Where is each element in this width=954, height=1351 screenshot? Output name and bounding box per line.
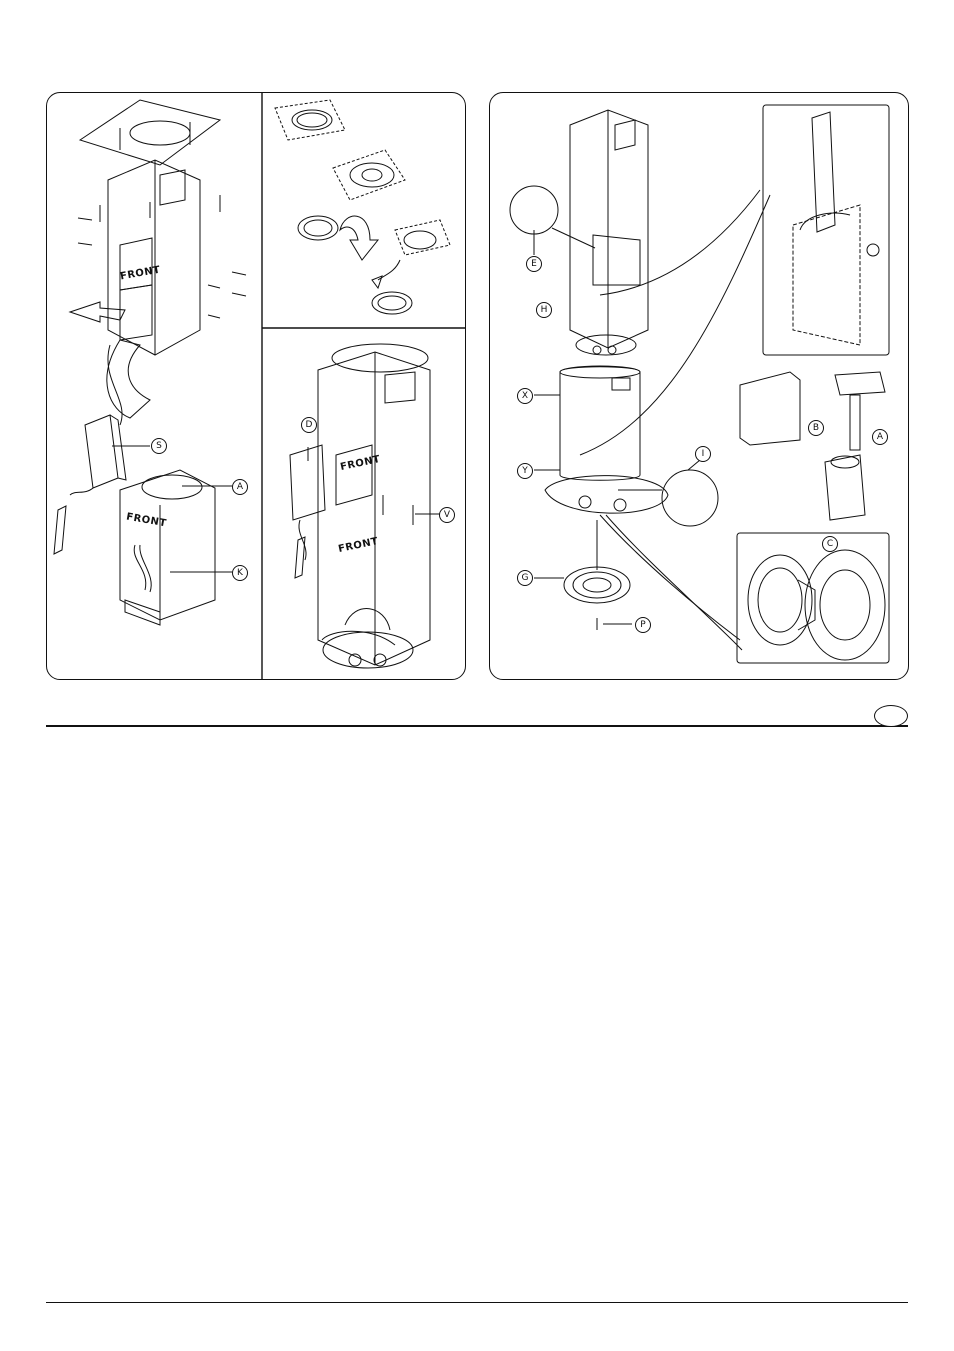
callout-b: B — [808, 420, 824, 436]
cylinder-cover-drawing — [510, 105, 889, 663]
callout-s: S — [151, 438, 167, 454]
filter-disc-drawing — [275, 100, 450, 314]
callout-d: D — [301, 417, 317, 433]
section-divider — [46, 725, 908, 727]
callout-a: A — [232, 479, 248, 495]
language-badge — [874, 705, 908, 727]
callout-x: X — [517, 388, 533, 404]
callout-g: G — [517, 570, 533, 586]
footer-divider — [46, 1302, 908, 1303]
callout-i: I — [695, 446, 711, 462]
callout-k: K — [232, 565, 248, 581]
callout-y: Y — [517, 463, 533, 479]
callout-e: E — [526, 256, 542, 272]
control-board-drawing — [290, 344, 440, 668]
callout-v: V — [439, 507, 455, 523]
callout-a2: A — [872, 429, 888, 445]
callout-p: P — [635, 617, 651, 633]
chimney-duct-drawing — [54, 100, 246, 625]
callout-c: C — [822, 536, 838, 552]
callout-h: H — [536, 302, 552, 318]
